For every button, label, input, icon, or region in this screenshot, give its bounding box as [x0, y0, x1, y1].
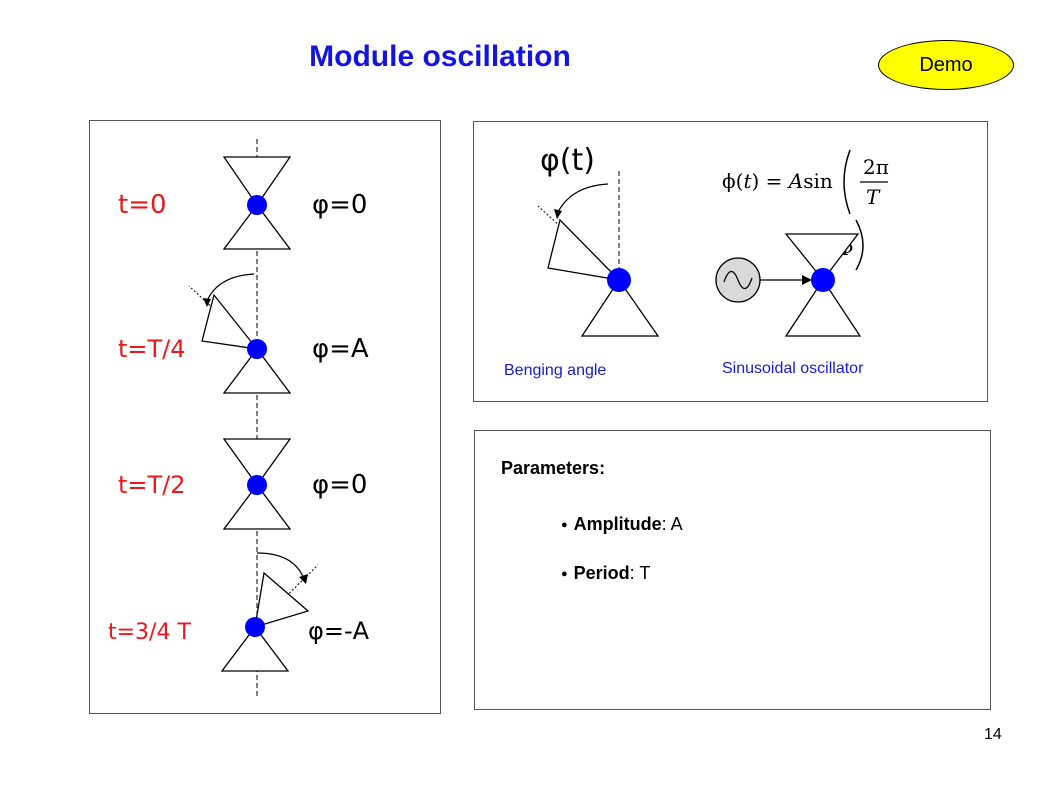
parameter-value: : T	[629, 563, 651, 583]
bending-angle-module: φ(t)	[537, 143, 660, 337]
lower-module	[222, 483, 292, 530]
angle-label: φ=-A	[308, 617, 370, 645]
joint-dot	[247, 339, 267, 359]
parameter-item: ● Amplitude : A	[561, 514, 683, 535]
joint-dot	[245, 617, 265, 637]
bullet-icon: ●	[561, 518, 568, 531]
time-label: t=T/2	[118, 471, 186, 499]
module-state-1: t=0 φ=0	[118, 156, 367, 250]
tilt-axis-line	[188, 285, 258, 350]
svg-text:ϕ(t) = Asin: ϕ(t) = Asin	[722, 169, 833, 193]
sinusoidal-oscillator	[715, 233, 862, 337]
page-number: 14	[984, 726, 1002, 743]
parameter-key: Amplitude	[573, 514, 662, 534]
arrow-head	[554, 209, 562, 219]
arrow-head	[203, 298, 211, 307]
right-paren	[855, 219, 864, 271]
upper-module	[547, 218, 621, 281]
phi-t-label: φ(t)	[540, 143, 595, 178]
lower-module	[220, 625, 290, 672]
demo-button[interactable]: Demo	[878, 40, 1014, 90]
time-label: t=T/4	[118, 335, 186, 363]
sine-wave-icon	[723, 270, 753, 290]
rotation-arrow	[256, 552, 305, 580]
time-label: t=0	[118, 190, 167, 220]
rotation-arrow	[557, 183, 609, 213]
parameter-item: ● Period : T	[561, 563, 650, 584]
module-state-2: t=T/4 φ=A	[118, 273, 369, 394]
lower-module	[222, 203, 292, 250]
joint-dot	[607, 268, 631, 292]
oscillator-panel: φ(t) ϕ(t) = Asin 2π T + Φ Benging angle …	[473, 121, 988, 402]
slide-title: Module oscillation	[309, 40, 571, 73]
bullet-icon: ●	[561, 567, 568, 580]
formula-lhs: ϕ(	[722, 169, 743, 193]
parameter-key: Period	[573, 563, 630, 583]
arrow-head	[299, 574, 308, 584]
formula-denominator: T	[866, 185, 881, 209]
oscillation-states-panel: t=0 φ=0 t=T/4 φ=A t=T/2 φ=0	[89, 120, 441, 714]
formula-mid: ) =	[751, 169, 788, 193]
parameters-heading: Parameters:	[501, 458, 606, 478]
lower-module	[580, 278, 660, 337]
oscillator-caption: Sinusoidal oscillator	[722, 360, 864, 377]
lower-module	[784, 278, 862, 337]
left-paren	[843, 149, 851, 215]
upper-module	[254, 571, 310, 628]
formula-sin: sin	[803, 169, 833, 193]
oscillation-diagram: t=0 φ=0 t=T/4 φ=A t=T/2 φ=0	[108, 139, 370, 699]
parameters-panel: Parameters: ● Amplitude : A ● Period : T	[474, 430, 991, 710]
upper-module	[222, 438, 292, 487]
formula-t: t	[743, 169, 752, 193]
time-label: t=3/4 T	[108, 620, 191, 645]
bending-angle-caption: Benging angle	[504, 362, 607, 379]
joint-dot	[247, 475, 267, 495]
signal-arrow-head	[802, 275, 812, 285]
rotation-arrow	[206, 273, 255, 302]
parameter-value: : A	[661, 514, 683, 534]
angle-label: φ=0	[312, 470, 367, 500]
angle-label: φ=0	[312, 190, 367, 220]
module-state-3: t=T/2 φ=0	[118, 438, 367, 530]
angle-label: φ=A	[312, 334, 369, 364]
joint-dot	[247, 195, 267, 215]
oscillator-diagram: φ(t) ϕ(t) = Asin 2π T + Φ	[537, 143, 889, 337]
lower-module	[222, 347, 292, 394]
formula-numerator: 2π	[863, 155, 889, 179]
module-state-4: t=3/4 T φ=-A	[108, 552, 370, 672]
formula-a: A	[787, 169, 803, 193]
upper-module	[201, 293, 259, 350]
joint-dot	[811, 268, 835, 292]
upper-module	[222, 156, 292, 207]
upper-module	[784, 233, 860, 282]
